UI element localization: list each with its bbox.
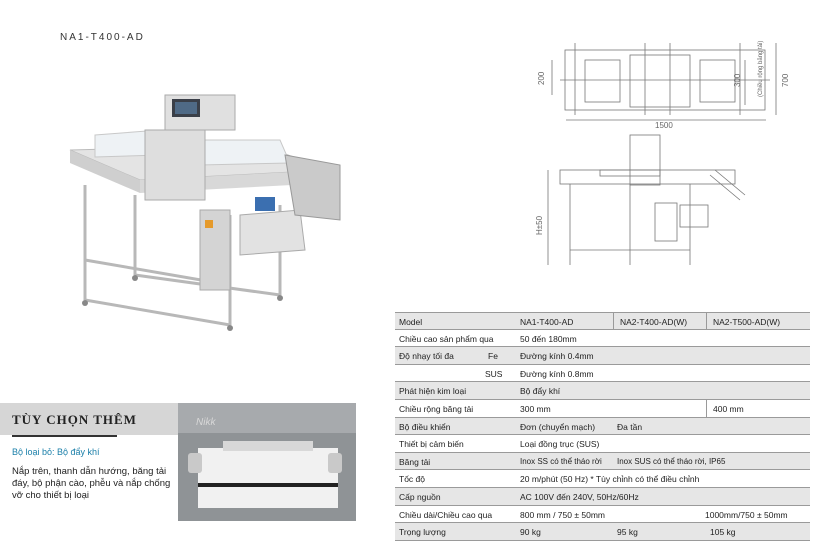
table-row: Tốc độ 20 m/phút (50 Hz) * Tùy chỉnh có … [395,470,810,488]
table-row: Bộ điều khiển Đơn (chuyển mạch) Đa tần [395,417,810,436]
sus-value: Đường kính 0.8mm [520,368,594,379]
speed-label: Tốc độ [399,474,425,485]
spec-table: Model NA1-T400-AD NA2-T400-AD(W) NA2-T50… [395,312,810,541]
power-value: AC 100V đến 240V, 50Hz/60Hz [520,491,639,502]
table-row: Model NA1-T400-AD NA2-T400-AD(W) NA2-T50… [395,312,810,330]
speed-value: 20 m/phút (50 Hz) * Tùy chỉnh có thể điề… [520,474,700,485]
model-1: NA1-T400-AD [520,317,574,327]
belt-label: Băng tải [399,456,431,467]
table-row: Độ nhạy tối đa Fe Đường kính 0.4mm [395,347,810,365]
options-photo: Nikk [178,403,356,521]
table-row: SUS Đường kính 0.8mm [395,365,810,383]
sensitivity-label: Độ nhạy tối đa [399,351,454,362]
weight-3: 105 kg [710,527,736,538]
fe-value: Đường kính 0.4mm [520,351,594,362]
height-label-cell: Chiều cao sản phẩm qua [399,333,494,344]
technical-drawing: 200 300 (Chiều rộng băng tải) 700 1500 H… [535,41,790,265]
belt-1: Inox SS có thể tháo rời [520,456,602,466]
table-row: Trọng lượng 90 kg 95 kg 105 kg [395,523,810,541]
reject-label: Phát hiện kim loại [399,386,467,397]
product-photo [69,94,341,331]
model-3: NA2-T500-AD(W) [713,317,781,327]
table-row: Băng tải Inox SS có thể tháo rời Inox SU… [395,452,810,471]
table-row: Chiều rộng băng tải 300 mm 400 mm [395,399,810,418]
sensor-value: Loại đồng trục (SUS) [520,439,600,450]
dim-label: Chiều dài/Chiều cao qua [399,509,493,520]
model-label: Model [399,317,423,327]
dim-1500: 1500 [655,121,673,130]
fe-label: Fe [488,351,498,362]
weight-1: 90 kg [520,527,541,538]
weight-2: 95 kg [617,527,638,538]
height-label: H±50 [535,215,544,235]
dim-300: 300 [733,73,742,87]
table-row: Thiết bị cảm biến Loại đồng trục (SUS) [395,435,810,453]
dim-1: 800 mm / 750 ± 50mm [520,509,605,520]
sensor-label: Thiết bị cảm biến [399,439,464,450]
options-panel: TÙY CHỌN THÊM Bộ loại bỏ: Bộ đẩy khí Nắp… [0,403,178,545]
model-2: NA2-T400-AD(W) [620,317,688,327]
belt-width-label: Chiều rộng băng tải [399,403,474,414]
belt-width-1: 300 mm [520,403,551,414]
dim-200: 200 [537,71,546,85]
options-description: Nắp trên, thanh dẫn hướng, băng tải đáy,… [12,466,171,501]
options-title-underline [12,435,117,437]
belt-2: Inox SUS có thể tháo rời, IP65 [617,456,726,466]
reject-value: Bộ đẩy khí [520,386,561,397]
table-row: Phát hiện kim loại Bộ đẩy khí [395,382,810,400]
sus-label: SUS [485,368,503,379]
controller-label: Bộ điều khiển [399,421,451,432]
options-header: TÙY CHỌN THÊM [0,403,178,435]
height-value: 50 đến 180mm [520,333,577,344]
table-row: Chiều cao sản phẩm qua 50 đến 180mm [395,330,810,348]
controller-2: Đa tần [617,421,643,432]
table-row: Chiều dài/Chiều cao qua 800 mm / 750 ± 5… [395,506,810,524]
options-title: TÙY CHỌN THÊM [12,412,137,427]
power-label: Cấp nguồn [399,491,441,502]
dim-2: 1000mm/750 ± 50mm [705,509,788,520]
model-title: NA1-T400-AD [60,32,145,43]
controller-1: Đơn (chuyển mạch) [520,421,596,432]
table-row: Cấp nguồn AC 100V đến 240V, 50Hz/60Hz [395,487,810,506]
photo-logo: Nikk [196,417,216,428]
dim-700: 700 [781,73,790,87]
belt-width-2: 400 mm [713,403,744,414]
belt-width-note: (Chiều rộng băng tải) [758,41,764,97]
options-subtitle: Bộ loại bỏ: Bộ đẩy khí [12,447,100,457]
weight-label: Trọng lượng [399,527,446,538]
